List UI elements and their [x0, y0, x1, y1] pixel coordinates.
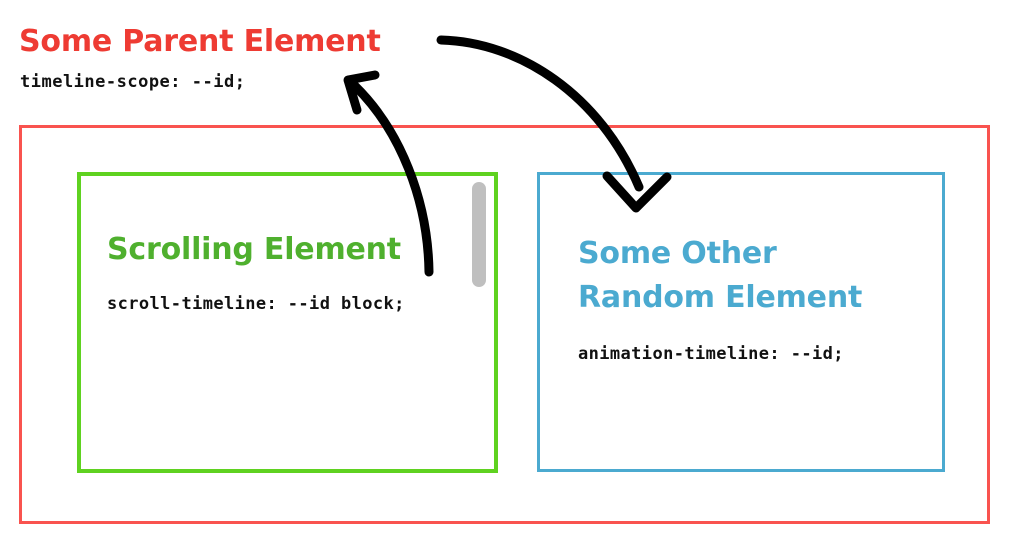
scrolling-element-code: scroll-timeline: --id block;	[107, 294, 405, 314]
other-element-label-line2: Random Element	[578, 280, 863, 315]
parent-element-code: timeline-scope: --id;	[20, 72, 246, 92]
scrolling-element-box[interactable]	[77, 172, 498, 473]
other-element-label-line1: Some Other	[578, 236, 777, 271]
scrolling-element-label: Scrolling Element	[107, 232, 401, 267]
other-element-label: Some Other Random Element	[578, 232, 908, 320]
scrollbar-thumb[interactable]	[472, 182, 486, 287]
other-element-code: animation-timeline: --id;	[578, 344, 844, 364]
other-element-box	[537, 172, 945, 472]
parent-element-label: Some Parent Element	[19, 24, 381, 59]
